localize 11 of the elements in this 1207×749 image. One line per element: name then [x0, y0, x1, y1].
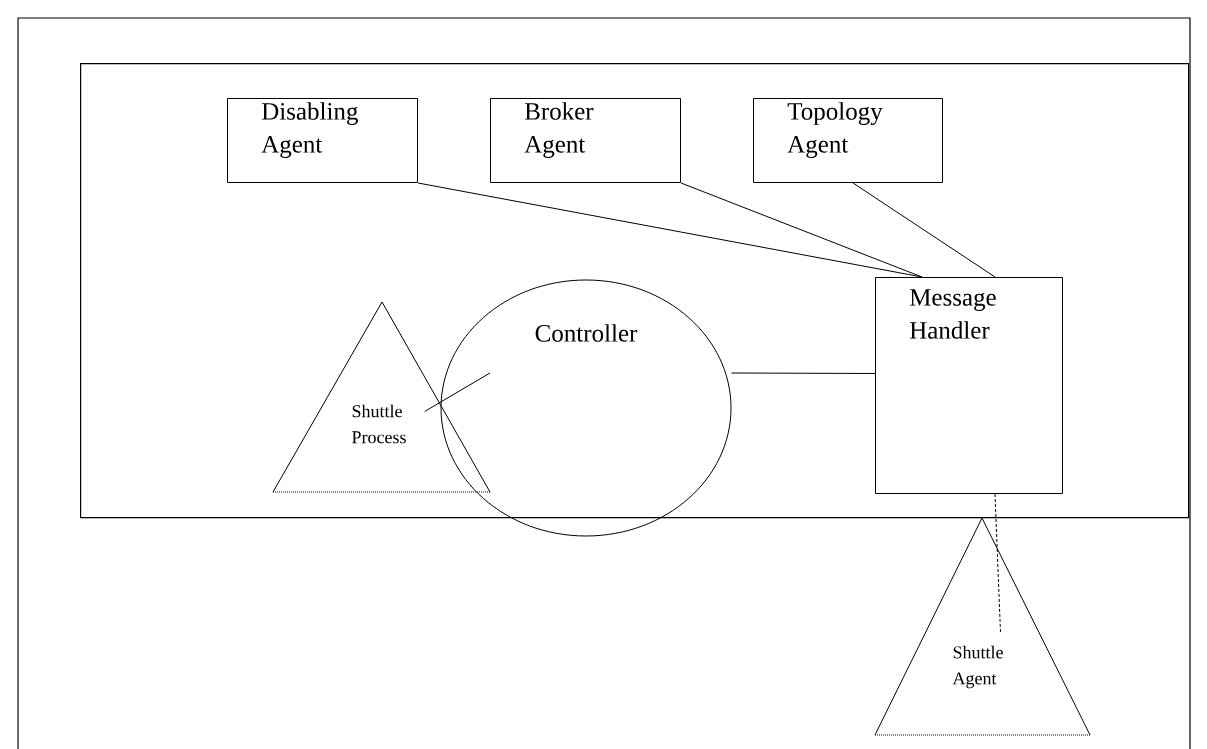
agent-box: Broker Agent [490, 98, 681, 183]
container-box [80, 63, 1190, 519]
agent-box: Disabling Agent [227, 98, 418, 183]
agent-box: Topology Agent [753, 98, 943, 183]
connector-line [424, 372, 491, 412]
connector-line [680, 182, 923, 278]
handler-box: Message Handler [875, 277, 1063, 494]
connector-line [994, 493, 1001, 634]
connector-line [731, 372, 876, 374]
connector-line [417, 182, 923, 278]
connector-line [852, 182, 996, 278]
